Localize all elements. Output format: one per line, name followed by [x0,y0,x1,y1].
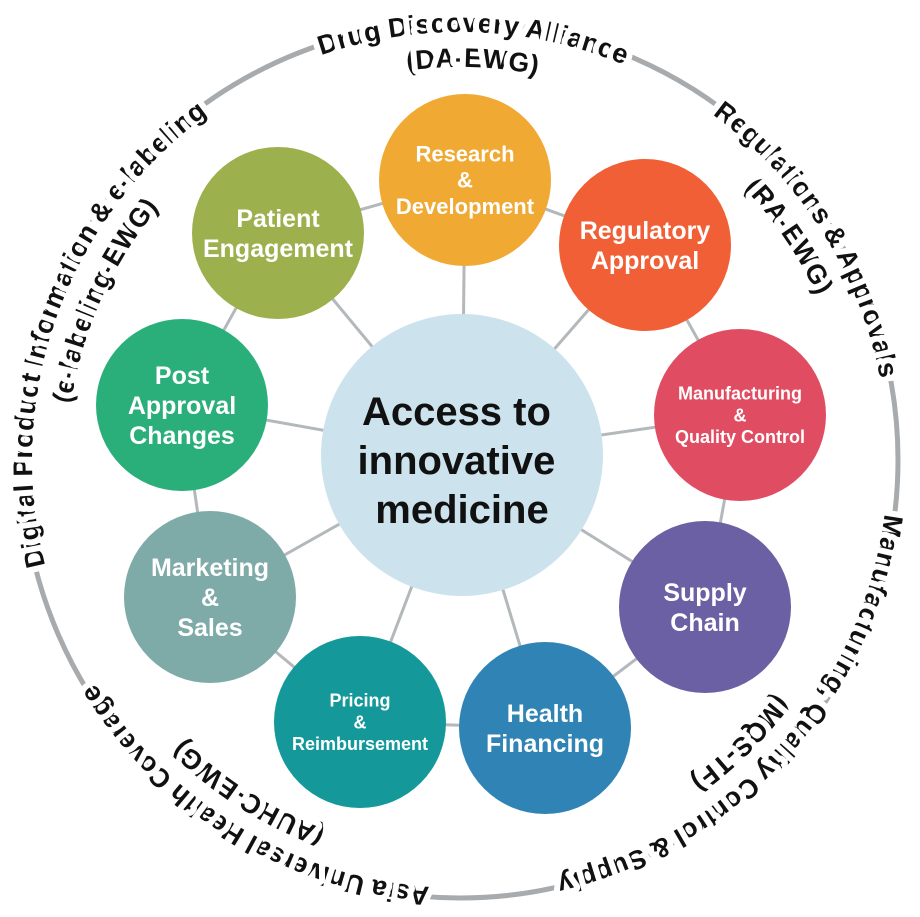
node-label: Marketing&Sales [151,554,269,642]
outer-ring-line [19,19,901,901]
center-line: medicine [375,488,548,532]
group-code-text: (DA-EWG) [398,37,547,87]
node-label-line: Post [155,362,210,390]
node-label-line: Patient [236,205,320,233]
node-label-line: Development [396,194,535,219]
node-circle [619,521,791,693]
node-label: Research&Development [396,141,535,219]
center-line: innovative [358,439,556,483]
node-circle [192,147,364,319]
node-label-line: Research [415,141,514,166]
node-label-line: Manufacturing [678,384,802,404]
center-line: Access to [362,390,551,434]
node-circle [96,319,268,491]
node-label-line: Changes [129,422,235,450]
node-label: Manufacturing&Quality Control [675,384,805,447]
node-label-line: & [201,584,219,612]
node-research-development: Research&Development [379,94,551,266]
node-circle [459,642,631,814]
node-label-line: Pricing [329,691,390,711]
node-label-line: Approval [591,247,699,275]
node-circle [379,94,551,266]
node-label-line: & [734,405,747,425]
group-da-ewg: Drug Discovery Alliance(DA-EWG) [308,2,639,87]
node-circle [559,159,731,331]
node-label-line: Sales [177,614,242,642]
node-circle [654,329,826,501]
node-label-line: Health [507,700,583,728]
node-label-line: Regulatory [580,217,711,245]
node-label-line: Marketing [151,554,269,582]
node-label-line: Quality Control [675,427,805,447]
center-circle [321,314,603,596]
node-label-line: & [457,168,473,193]
node-pricing-reimbursement: Pricing&Reimbursement [274,636,446,808]
node-label-line: Financing [486,730,604,758]
node-label-line: Approval [128,392,236,420]
node-label: Pricing&Reimbursement [292,691,428,754]
center-label: Access to innovative medicine [358,390,567,532]
node-label-line: Engagement [203,235,354,263]
node-circle [274,636,446,808]
node-manufacturing-quality-control: Manufacturing&Quality Control [654,329,826,501]
node-label-line: Supply [663,579,746,607]
node-label-line: Chain [670,609,739,637]
center-node: Access to innovative medicine [321,314,603,596]
node-label-line: & [354,712,367,732]
node-circle [124,511,296,683]
group-code: (DA-EWG) [404,43,541,81]
node-marketing-sales: Marketing&Sales [124,511,296,683]
node-label-line: Reimbursement [292,734,428,754]
